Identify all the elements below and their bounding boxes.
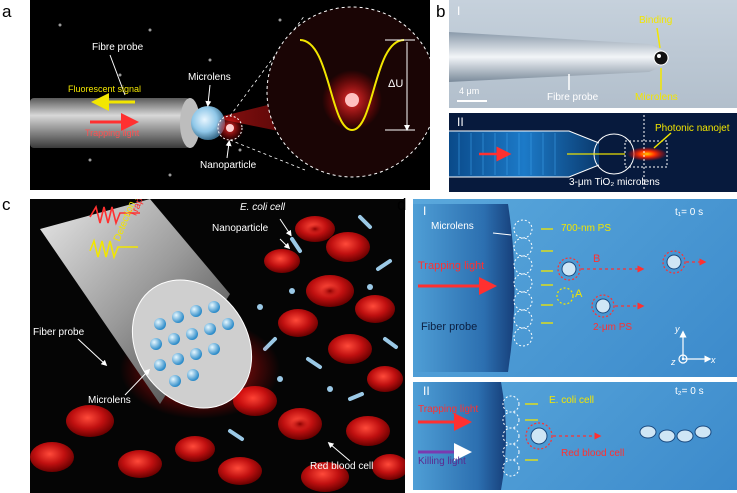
trapping-light-wave (89, 204, 140, 226)
fiber-probe-image (413, 204, 515, 372)
red-blood-cells (30, 216, 405, 492)
trapping-micrograph (413, 204, 712, 372)
label-tio2-microlens: 3-μm TiO₂ microlens (569, 177, 660, 188)
label-fiber-probe-d: Fiber probe (421, 321, 478, 333)
axis-y-label: y (675, 324, 680, 334)
label-microlens-b: Microlens (635, 92, 678, 103)
fiber-end-face (131, 279, 253, 409)
label-trapping-light-d: Trapping light (418, 260, 485, 272)
fibre-tip (180, 98, 200, 148)
label-ecoli-c: E. coli cell (240, 202, 286, 213)
fibre-probe-image (449, 32, 669, 82)
microlens-array (150, 301, 234, 387)
nanoparticles (257, 284, 373, 392)
panel-c: Trapping light Detection signal E. coli … (30, 199, 405, 493)
panel-b-top: I Binding 4 μm Fibre probe Microlens (449, 0, 737, 108)
field-simulation (449, 115, 672, 190)
label-microlens-d: Microlens (431, 221, 474, 232)
axis-indicator (678, 330, 712, 364)
panel-b-bottom: II Photonic nanojet 3-μm TiO₂ microlens (449, 113, 737, 192)
label-microlens-c: Microlens (88, 395, 131, 406)
rbc-target (525, 422, 553, 450)
microlens-image (653, 50, 669, 66)
label-trapping-light-d2: Trapping light (418, 404, 479, 415)
panel-c-illustration (30, 199, 405, 492)
label-scale: 4 μm (459, 86, 480, 96)
label-fluorescent-signal: Fluorescent signal (68, 84, 142, 94)
zoom-inset (266, 6, 430, 178)
time-t1: t₁= 0 s (675, 207, 704, 218)
label-ps-700nm: 700-nm PS (561, 223, 612, 234)
nanoparticle (226, 124, 234, 132)
label-fibre-probe-b: Fibre probe (547, 92, 599, 103)
panel-label-d: d (397, 195, 407, 214)
panel-label-c: c (2, 195, 11, 214)
detection-signal-wave (89, 238, 138, 260)
label-rbc-d: Red blood cell (561, 448, 625, 459)
label-trapping-light: Trapping light (85, 128, 140, 138)
ecoli-chain (639, 425, 712, 443)
roman-ii-d: II (423, 384, 430, 398)
roman-i: I (457, 4, 461, 18)
axis-x-label: x (711, 355, 716, 365)
panel-d-bottom: II t₂= 0 s E. coli cell Trapping light K… (413, 382, 737, 490)
label-ps-2um: 2-μm PS (593, 322, 633, 333)
label-rbc-c: Red blood cell (310, 461, 374, 472)
label-b: B (593, 253, 601, 265)
ecoli-cells (228, 215, 398, 441)
panel-d-top: I t₁= 0 s Microlens 700-nm PS Trapping l… (413, 199, 737, 377)
ps-2um-particle (591, 294, 615, 318)
label-killing-light: Killing light (418, 456, 466, 467)
label-binding: Binding (639, 15, 673, 26)
panel-a-illustration (30, 6, 430, 178)
microlens-chain (513, 219, 533, 347)
axis-z-label: z (671, 357, 676, 367)
panel-label-b: b (436, 2, 446, 21)
label-delta-u: ΔU (388, 78, 404, 90)
label-fibre-probe: Fibre probe (92, 42, 144, 53)
time-t2: t₂= 0 s (675, 386, 704, 397)
panel-a: Fibre probe Microlens Fluorescent signal… (30, 0, 430, 190)
roman-i-d: I (423, 204, 427, 218)
roman-ii: II (457, 115, 464, 129)
killing-micrograph (413, 382, 712, 490)
label-a: A (575, 288, 583, 300)
microlens-chain-2 (502, 395, 520, 477)
particle-b (557, 257, 581, 281)
label-photonic-nanojet: Photonic nanojet (655, 123, 730, 134)
fibre-micrograph (449, 27, 669, 102)
label-nanoparticle-c: Nanoparticle (212, 223, 269, 234)
photonic-nanojet (627, 147, 667, 161)
panel-label-a: a (2, 2, 12, 21)
potential-well-curve (299, 39, 405, 132)
label-ecoli-d: E. coli cell (549, 395, 595, 406)
label-fiber-probe-c: Fiber probe (33, 327, 85, 338)
label-nanoparticle: Nanoparticle (200, 160, 257, 171)
particle-a (556, 287, 574, 305)
label-microlens: Microlens (188, 72, 231, 83)
